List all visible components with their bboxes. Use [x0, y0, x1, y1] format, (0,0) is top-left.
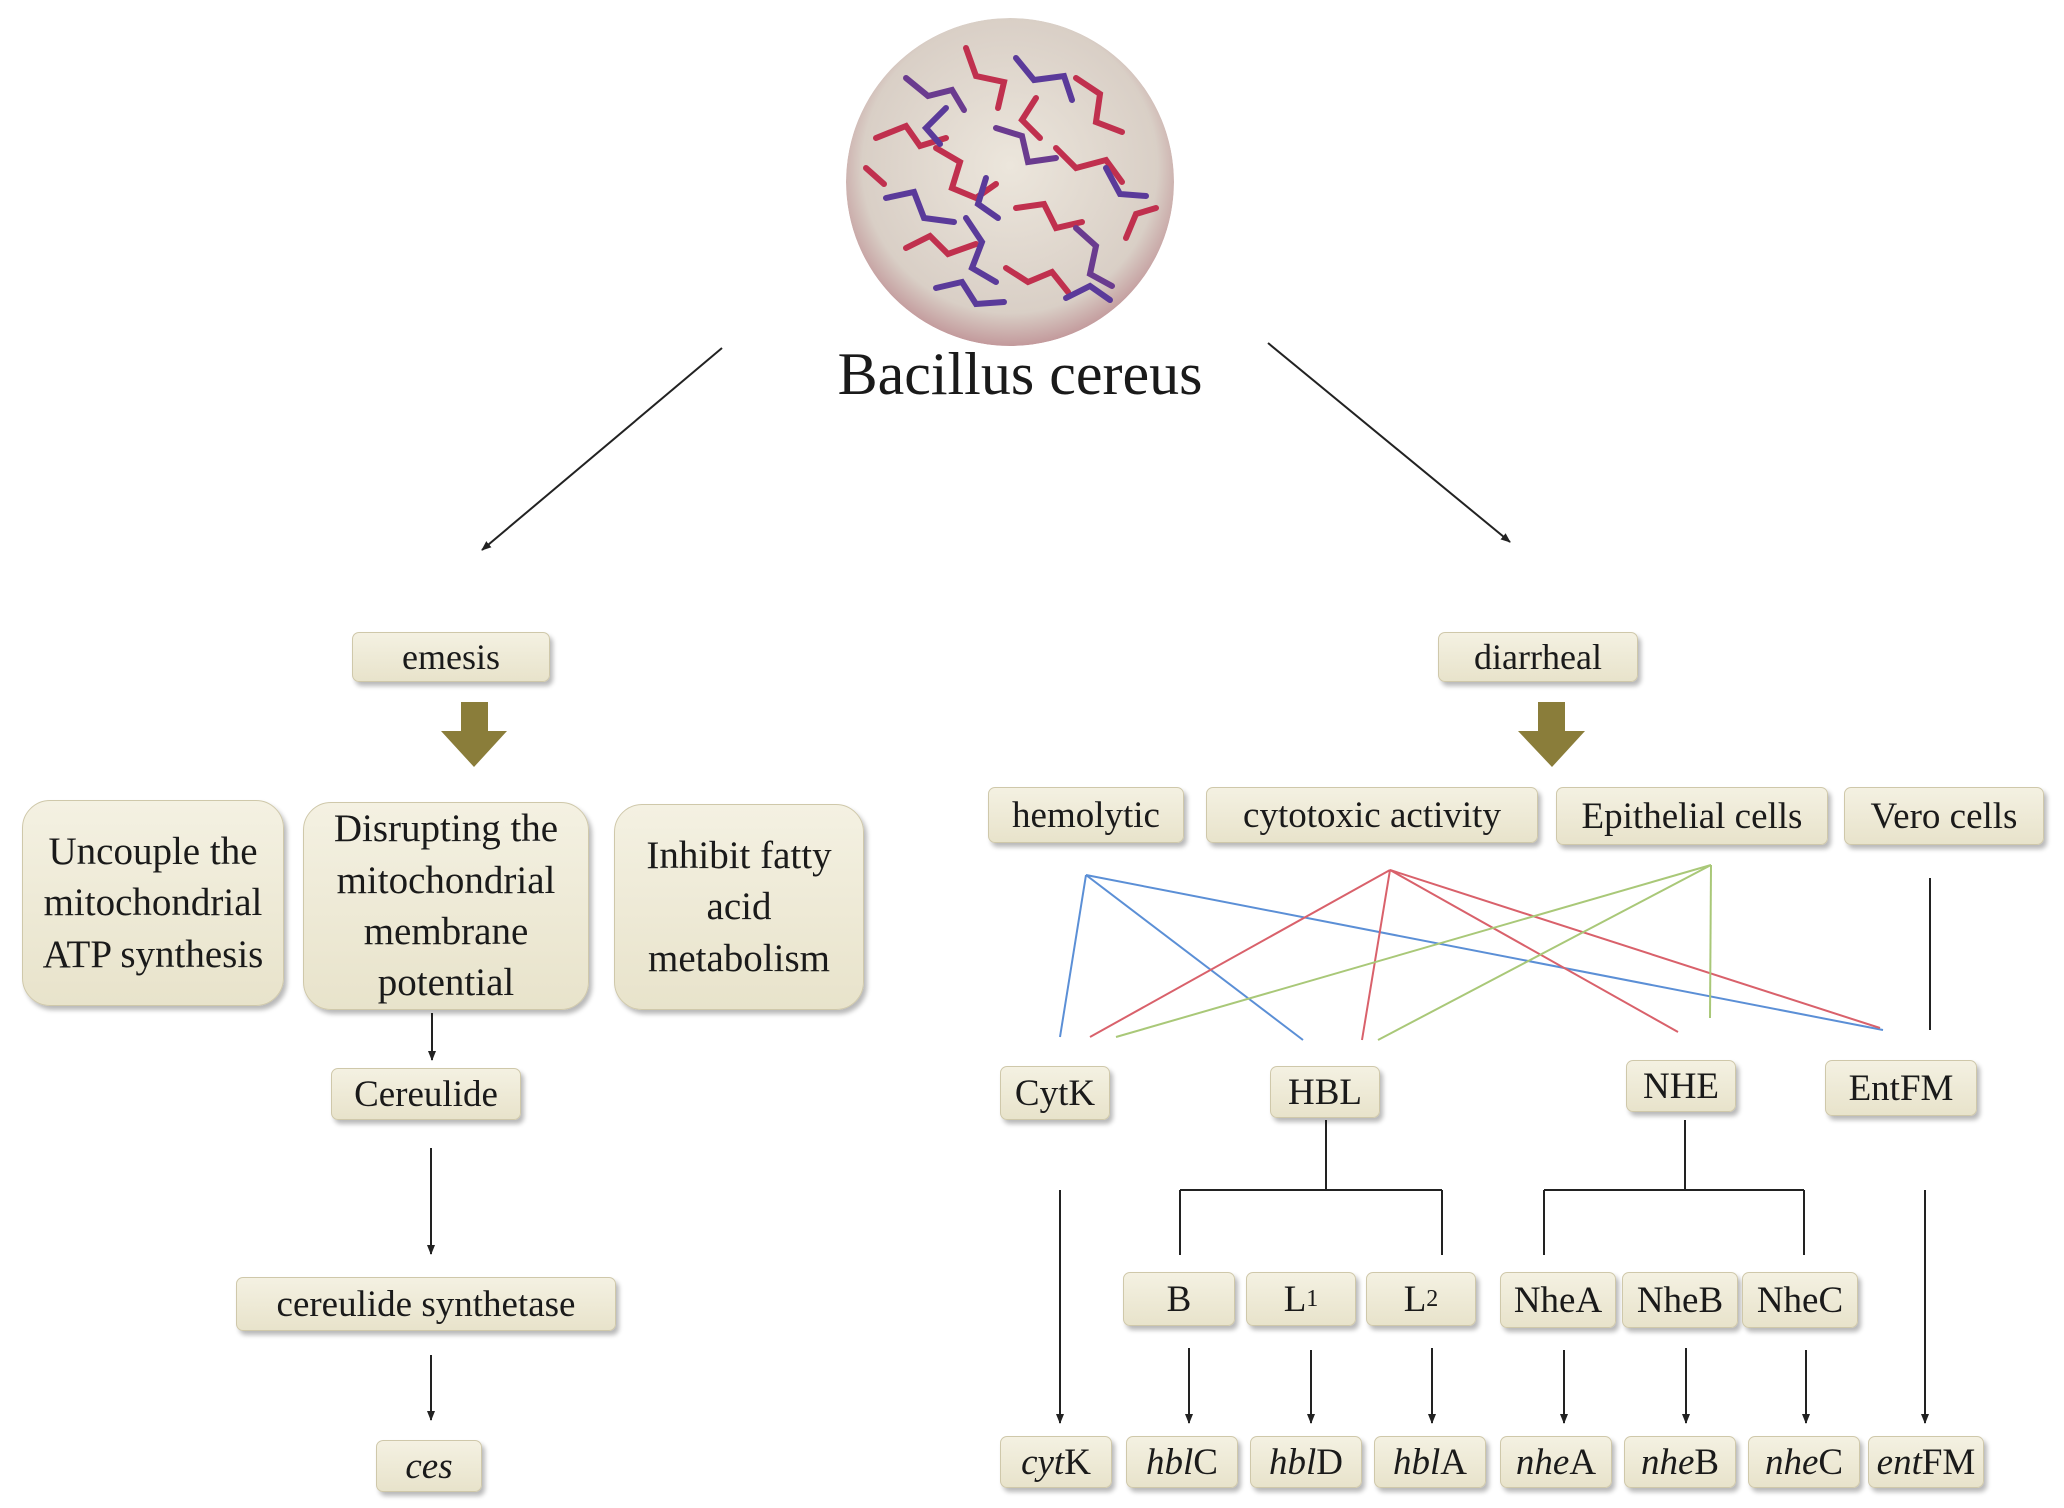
ces-gene-label: ces [405, 1445, 453, 1487]
hbl-l1-subscript: 1 [1306, 1285, 1319, 1312]
ces-gene-box: ces [376, 1440, 482, 1492]
gene-arrows [1056, 1190, 1929, 1424]
bacteria-micrograph [846, 18, 1174, 346]
mechanism-uncouple-atp: Uncouple the mitochondrial ATP synthesis [22, 800, 284, 1006]
hbl-bracket [1179, 1120, 1443, 1255]
nhe-component-b: NheB [1622, 1272, 1738, 1328]
diarrheal-box: diarrheal [1438, 632, 1638, 682]
hbl-l2-letter: L [1403, 1278, 1427, 1320]
toxin-nhe: NHE [1626, 1060, 1736, 1112]
emesis-box: emesis [352, 632, 550, 682]
hbl-l1-letter: L [1283, 1278, 1307, 1320]
hemolytic-links [1059, 874, 1884, 1041]
cytotoxic-links [1089, 869, 1881, 1041]
mechanism-disrupt-membrane: Disrupting the mitochondrial membrane po… [303, 802, 589, 1010]
epithelial-links [1115, 864, 1712, 1041]
arrow-to-diarrheal [1267, 342, 1511, 543]
nhe-component-a: NheA [1500, 1272, 1616, 1328]
diagram-title: Bacillus cereus [837, 341, 1203, 407]
nhe-component-c: NheC [1742, 1272, 1858, 1328]
mechanism-inhibit-fatty-acid: Inhibit fatty acid metabolism [614, 804, 864, 1010]
activity-cytotoxic: cytotoxic activity [1206, 787, 1538, 843]
activity-hemolytic: hemolytic [988, 787, 1184, 843]
thick-arrow-emesis [441, 702, 507, 767]
hbl-l2-subscript: 2 [1426, 1285, 1439, 1312]
arrow-to-emesis [481, 347, 723, 551]
nhe-bracket [1543, 1120, 1805, 1255]
cereulide-synthetase-box: cereulide synthetase [236, 1277, 616, 1331]
thick-arrow-diarrheal [1518, 702, 1585, 767]
activity-vero-cells: Vero cells [1844, 787, 2044, 845]
toxin-cytk: CytK [1000, 1066, 1110, 1120]
hbl-component-b: B [1123, 1272, 1235, 1326]
toxin-entfm: EntFM [1825, 1060, 1977, 1116]
activity-epithelial-cells: Epithelial cells [1556, 787, 1828, 845]
toxin-hbl: HBL [1270, 1066, 1380, 1118]
cereulide-box: Cereulide [331, 1068, 521, 1120]
